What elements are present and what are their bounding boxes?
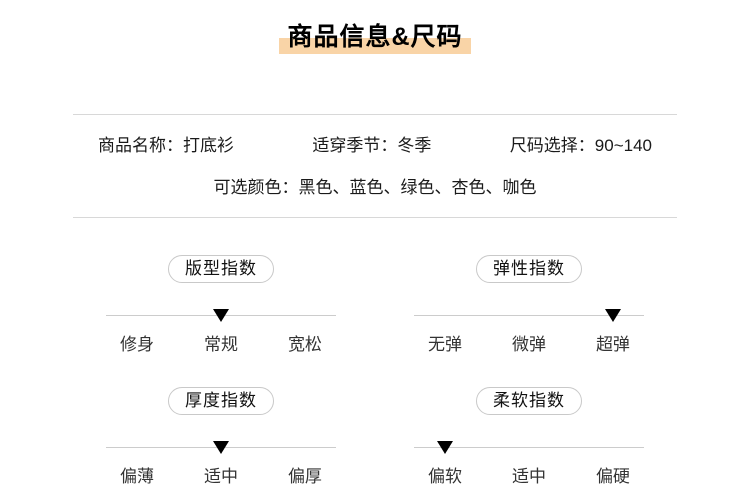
scale-label: 适中 xyxy=(512,467,546,486)
thickness-scale-labels: 偏薄 适中 偏厚 xyxy=(106,467,336,487)
scale-label: 无弹 xyxy=(428,335,463,354)
softness-scale xyxy=(414,433,644,454)
product-name-label: 商品名称： xyxy=(98,136,183,155)
info-row-colors: 可选颜色：黑色、蓝色、绿色、杏色、咖色 xyxy=(98,176,652,200)
scale-line xyxy=(414,315,644,316)
page-header: 商品信息&尺码 xyxy=(0,0,750,54)
info-item-product-name: 商品名称：打底衫 xyxy=(98,134,234,158)
scale-label: 修身 xyxy=(120,335,155,354)
scale-label: 超弹 xyxy=(595,335,630,354)
size-range-label: 尺码选择： xyxy=(509,136,595,155)
scale-label: 偏硬 xyxy=(595,467,630,486)
softness-scale-labels: 偏软 适中 偏硬 xyxy=(414,467,644,487)
season-label: 适穿季节： xyxy=(312,136,398,155)
index-panel-fit: 版型指数 修身 常规 宽松 xyxy=(106,255,336,355)
fit-scale-labels: 修身 常规 宽松 xyxy=(106,335,336,355)
scale-label: 微弹 xyxy=(512,335,546,354)
thickness-scale xyxy=(106,433,336,454)
fit-scale xyxy=(106,301,336,322)
colors-label: 可选颜色： xyxy=(213,178,299,197)
scale-label: 偏薄 xyxy=(120,467,155,486)
scale-label: 常规 xyxy=(204,335,238,354)
scale-line xyxy=(414,447,644,448)
index-title-badge: 厚度指数 xyxy=(168,387,274,415)
index-panel-elasticity: 弹性指数 无弹 微弹 超弹 xyxy=(414,255,644,355)
size-range-value: 90~140 xyxy=(594,136,652,155)
scale-label: 宽松 xyxy=(287,335,322,354)
info-item-size-range: 尺码选择：90~140 xyxy=(510,134,652,158)
season-value: 冬季 xyxy=(397,136,432,155)
down-triangle-icon xyxy=(604,309,621,322)
down-triangle-icon xyxy=(213,441,229,454)
index-panels: 版型指数 修身 常规 宽松 弹性指数 无弹 微弹 超弹 厚度指数 偏薄 xyxy=(106,255,644,487)
info-row-primary: 商品名称：打底衫 适穿季节：冬季 尺码选择：90~140 xyxy=(98,134,652,158)
elasticity-scale xyxy=(414,301,644,322)
scale-label: 偏厚 xyxy=(287,467,322,486)
info-item-season: 适穿季节：冬季 xyxy=(312,134,431,158)
index-panel-softness: 柔软指数 偏软 适中 偏硬 xyxy=(414,387,644,487)
scale-label: 偏软 xyxy=(428,467,463,486)
scale-label: 适中 xyxy=(204,467,238,486)
index-title-badge: 弹性指数 xyxy=(476,255,582,283)
index-title-badge: 柔软指数 xyxy=(476,387,582,415)
down-triangle-icon xyxy=(437,441,454,454)
colors-value: 黑色、蓝色、绿色、杏色、咖色 xyxy=(298,178,537,197)
product-info-table: 商品名称：打底衫 适穿季节：冬季 尺码选择：90~140 可选颜色：黑色、蓝色、… xyxy=(73,114,677,218)
index-panel-thickness: 厚度指数 偏薄 适中 偏厚 xyxy=(106,387,336,487)
product-name-value: 打底衫 xyxy=(183,136,234,155)
page-title: 商品信息&尺码 xyxy=(279,21,471,54)
down-triangle-icon xyxy=(213,309,229,322)
index-title-badge: 版型指数 xyxy=(168,255,274,283)
elasticity-scale-labels: 无弹 微弹 超弹 xyxy=(414,335,644,355)
